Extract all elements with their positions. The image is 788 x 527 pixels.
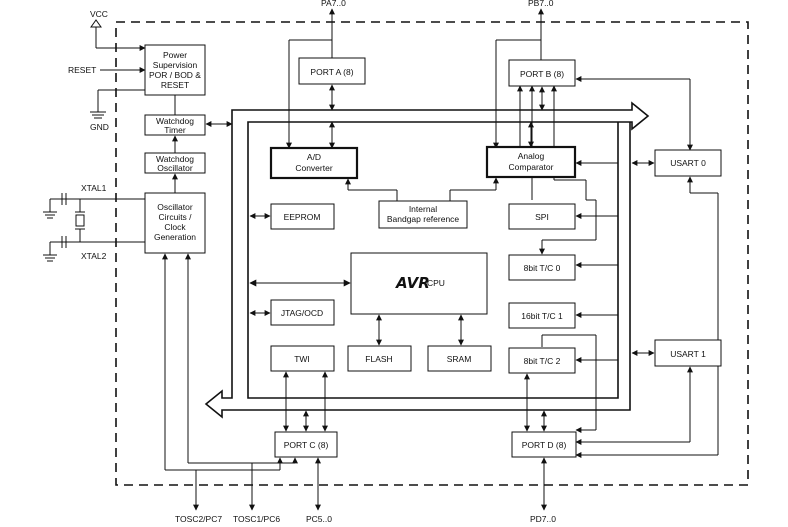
spi-label: SPI [535,212,549,222]
sram-block: SRAM [427,345,492,372]
watchdog-timer-block: Watchdog Timer [144,114,206,136]
reset-label: RESET [68,65,96,75]
eeprom-block: EEPROM [270,203,335,230]
cpu-label: CPU [427,278,445,288]
port-b-block: PORT B (8) [508,59,576,87]
wdt-line1: Watchdog [156,116,194,126]
spi-block: SPI [508,203,576,230]
osc-line1: Oscillator [157,202,193,212]
crystal-circuit: XTAL1 XTAL2 [43,183,145,262]
timer2-label: 8bit T/C 2 [524,356,561,366]
timer0-block: 8bit T/C 0 [508,254,576,281]
bg-line1: Internal [409,204,437,214]
usart1-block: USART 1 [654,339,722,367]
pc-label: PC5..0 [306,514,332,524]
port-b-label: PORT B (8) [520,69,564,79]
avr-cpu-block: AVR CPU [350,252,488,315]
pa-label: PA7..0 [321,0,346,8]
bandgap-reference-block: Internal Bandgap reference [378,200,468,229]
adc-line1: A/D [307,152,321,162]
vcc-pin: VCC [90,9,146,51]
flash-label: FLASH [365,354,392,364]
osc-line4: Generation [154,232,196,242]
analog-comparator-block: Analog Comparator [485,145,577,179]
reset-pin: RESET [68,65,146,75]
watchdog-oscillator-block: Watchdog Oscillator [144,152,206,174]
eeprom-label: EEPROM [284,212,321,222]
timer0-label: 8bit T/C 0 [524,263,561,273]
timer1-label: 16bit T/C 1 [521,311,563,321]
adc-line2: Converter [295,163,332,173]
port-d-block: PORT D (8) [511,431,577,458]
chip-outline [115,21,749,486]
usart1-label: USART 1 [670,349,706,359]
osc-line3: Clock [164,222,186,232]
ad-converter-block: A/D Converter [269,146,359,180]
pd-label: PD7..0 [530,514,556,524]
tosc2-label: TOSC2/PC7 [175,514,222,524]
gnd-label: GND [90,122,109,132]
flash-block: FLASH [347,345,412,372]
power-line1: Power [163,50,187,60]
port-a-block: PORT A (8) [298,57,366,85]
osc-line2: Circuits / [158,212,192,222]
wdo-line2: Oscillator [157,163,193,173]
ac-line1: Analog [518,151,545,161]
oscillator-circuits-block: Oscillator Circuits / Clock Generation [144,192,206,254]
wdo-line1: Watchdog [156,154,194,164]
bg-line2: Bandgap reference [387,214,460,224]
power-line4: RESET [161,80,189,90]
avr-logo: AVR [395,274,430,292]
power-supervision-block: Power Supervision POR / BOD & RESET [144,44,206,96]
usart0-block: USART 0 [654,149,722,177]
power-line2: Supervision [153,60,198,70]
port-a-label: PORT A (8) [310,67,353,77]
pb-label: PB7..0 [528,0,554,8]
vcc-label: VCC [90,9,108,19]
jtag-ocd-block: JTAG/OCD [270,299,335,326]
port-c-block: PORT C (8) [274,431,338,458]
timer2-block: 8bit T/C 2 [508,347,576,374]
ac-line2: Comparator [509,162,554,172]
tosc1-label: TOSC1/PC6 [233,514,280,524]
gnd-pin: GND [90,89,145,132]
wdt-line2: Timer [164,125,186,135]
twi-block: TWI [270,345,335,372]
port-c-label: PORT C (8) [284,440,329,450]
usart0-label: USART 0 [670,158,706,168]
xtal2-label: XTAL2 [81,251,107,261]
xtal1-label: XTAL1 [81,183,107,193]
twi-label: TWI [294,354,310,364]
jtag-label: JTAG/OCD [281,308,323,318]
port-d-label: PORT D (8) [522,440,567,450]
sram-label: SRAM [447,354,472,364]
power-line3: POR / BOD & [149,70,201,80]
timer1-block: 16bit T/C 1 [508,302,576,329]
